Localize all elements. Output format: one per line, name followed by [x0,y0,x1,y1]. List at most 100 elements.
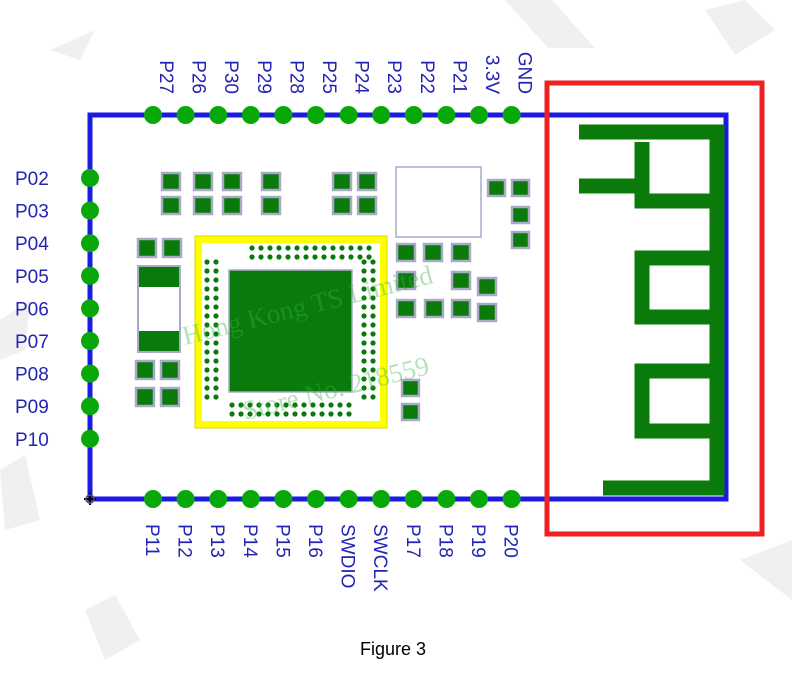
pin-label-top-3: P29 [253,60,274,94]
chip-dot-3 [258,254,264,260]
pin-label-top-4: P28 [285,60,306,94]
chip-dot-80 [204,367,210,373]
pin-pad-top-10 [470,106,488,124]
pin-label-bottom-9: P18 [434,524,455,558]
pin-pad-left-8 [81,429,99,448]
pin-label-left-3: P05 [15,267,49,288]
pin-pad-bottom-6 [339,490,358,508]
pin-pad-top-5 [307,106,325,124]
smd-pad-27 [422,242,444,263]
chip-dot-21 [339,254,345,260]
pin-label-bottom-10: P19 [467,524,488,558]
smd-pad-12 [136,237,158,259]
pin-label-bottom-6: SWDIO [337,524,358,588]
chip-dot-114 [361,376,367,382]
chip-dot-35 [256,411,262,417]
chip-dot-91 [370,268,376,274]
pin-pad-bottom-3 [241,490,260,508]
chip-dot-111 [370,358,376,364]
smd-pad-2 [192,171,214,192]
smd-pad-5 [221,195,243,216]
smd-pad-35 [476,302,498,323]
pin-pad-bottom-9 [437,490,456,508]
chip-dot-112 [361,367,367,373]
chip-dot-46 [310,402,316,408]
chip-dot-23 [348,254,354,260]
pin-pad-top-0 [144,106,162,124]
chip-dot-31 [238,411,244,417]
chip-dot-4 [267,245,273,251]
chip-pad-ring [204,245,376,417]
large-capacitor-pad-top [139,267,179,287]
chip-dot-59 [213,268,219,274]
chip-dot-105 [370,331,376,337]
chip-dot-2 [258,245,264,251]
chip-dot-69 [213,313,219,319]
chip-dot-24 [357,245,363,251]
chip-dot-47 [310,411,316,417]
chip-dot-107 [370,340,376,346]
chip-dot-113 [370,367,376,373]
chip-dot-54 [346,402,352,408]
pin-label-top-9: P21 [448,60,469,94]
chip-dot-73 [213,331,219,337]
chip-dot-61 [213,277,219,283]
chip-dot-7 [276,254,282,260]
pin-pad-left-1 [81,201,99,220]
smd-pad-16 [134,386,156,408]
chip-dot-81 [213,367,219,373]
pin-label-bottom-0: P11 [141,524,162,556]
smd-pad-17 [159,386,181,408]
chip-dot-55 [346,411,352,417]
chip-dot-25 [357,254,363,260]
chip-dot-79 [213,358,219,364]
chip-dot-41 [283,411,289,417]
chip-dot-64 [204,295,210,301]
chip-dot-6 [276,245,282,251]
pin-label-top-2: P30 [220,60,241,94]
chip-dot-85 [213,385,219,391]
chip-dot-98 [361,304,367,310]
chip-dot-28 [229,402,235,408]
chip-dot-119 [370,394,376,400]
pin-pad-top-2 [209,106,228,124]
smd-pad-22 [486,178,507,198]
chip-dot-16 [321,245,327,251]
pin-label-left-2: P04 [15,234,49,255]
chip-dot-86 [204,394,210,400]
chip-dot-68 [204,313,210,319]
chip-dot-118 [361,394,367,400]
chip-dot-97 [370,295,376,301]
chip-dot-83 [213,376,219,382]
chip-dot-60 [204,277,210,283]
chip-dot-96 [361,295,367,301]
pin-pad-top-1 [176,106,195,124]
chip-dot-17 [321,254,327,260]
chip-dot-74 [204,340,210,346]
smd-pad-29 [395,270,417,291]
smd-pad-15 [159,359,181,381]
pin-pad-top-4 [274,106,293,124]
chip-dot-8 [285,245,291,251]
chip-dot-88 [361,259,367,265]
chip-dot-38 [274,402,280,408]
smd-pad-24 [510,205,531,225]
chip-dot-78 [204,358,210,364]
chip-dot-106 [361,340,367,346]
chip-dot-53 [337,411,343,417]
pin-label-bottom-4: P15 [271,524,292,558]
chip-dot-36 [265,402,271,408]
smd-pad-8 [331,171,353,192]
chip-dot-77 [213,349,219,355]
pin-pad-top-7 [372,106,391,124]
chip-ground-pad [228,269,353,393]
pin-label-bottom-5: P16 [304,524,325,558]
pin-label-left-5: P07 [15,332,49,353]
pin-label-left-7: P09 [15,397,49,418]
antenna-highlight-box [544,80,765,537]
chip-dot-30 [238,402,244,408]
smd-pad-32 [395,298,417,319]
